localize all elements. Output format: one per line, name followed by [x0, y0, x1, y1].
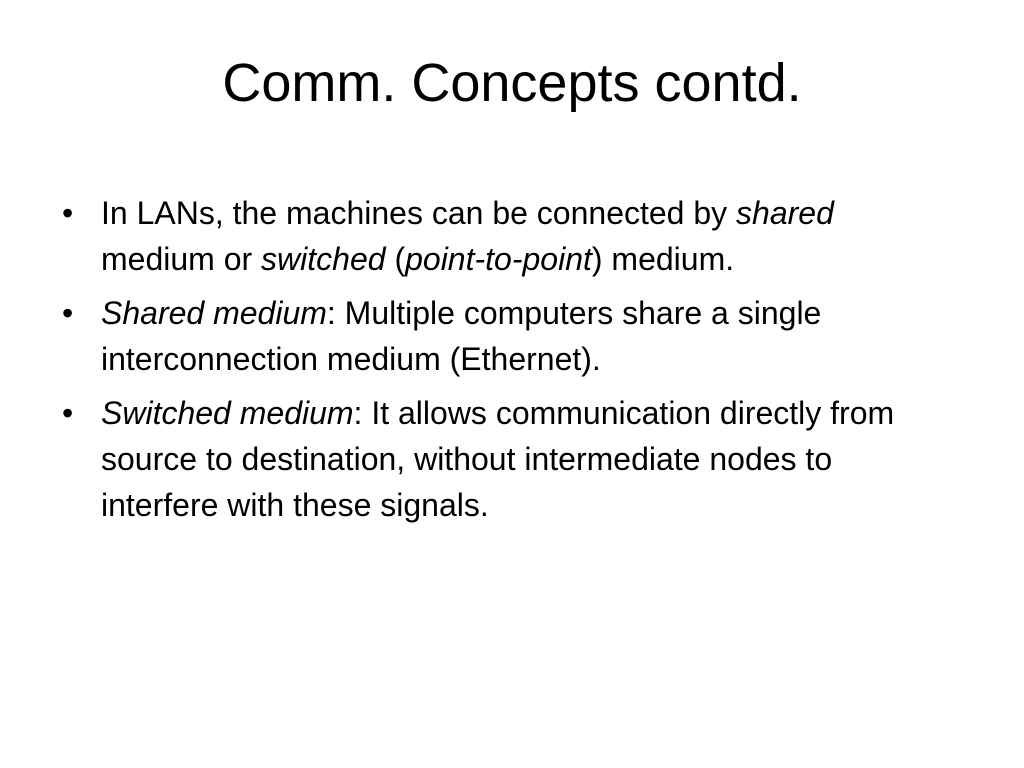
bullet-icon: •	[62, 195, 74, 231]
bullet-item-lan-connection: • In LANs, the machines can be connected…	[62, 190, 942, 282]
bullet-item-shared-medium: • Shared medium: Multiple computers shar…	[62, 290, 942, 382]
bullet-text-run: ) medium.	[591, 241, 735, 277]
bullet-text-run: : Multiple computers share a single inte…	[101, 295, 822, 377]
bullet-list: • In LANs, the machines can be connected…	[62, 190, 942, 536]
bullet-text: Shared medium: Multiple computers share …	[101, 295, 821, 377]
bullet-icon: •	[62, 395, 74, 431]
bullet-icon: •	[62, 295, 74, 331]
bullet-text-run: medium or	[101, 241, 262, 277]
slide-title: Comm. Concepts contd.	[222, 53, 802, 113]
bullet-text-run-italic: Switched medium	[101, 395, 354, 431]
bullet-text-run: : It allows communication directly from …	[101, 395, 895, 523]
bullet-text-run-italic: Shared medium	[101, 295, 327, 331]
bullet-text-run: In LANs, the machines can be connected b…	[101, 195, 737, 231]
bullet-text-run-italic: switched	[261, 241, 386, 277]
bullet-text-run-italic: point-to-point	[405, 241, 592, 277]
bullet-text-run: (	[385, 241, 406, 277]
bullet-text: In LANs, the machines can be connected b…	[101, 195, 834, 277]
bullet-item-switched-medium: • Switched medium: It allows communicati…	[62, 390, 942, 528]
bullet-text-run-italic: shared	[736, 195, 834, 231]
bullet-text: Switched medium: It allows communication…	[101, 395, 894, 523]
